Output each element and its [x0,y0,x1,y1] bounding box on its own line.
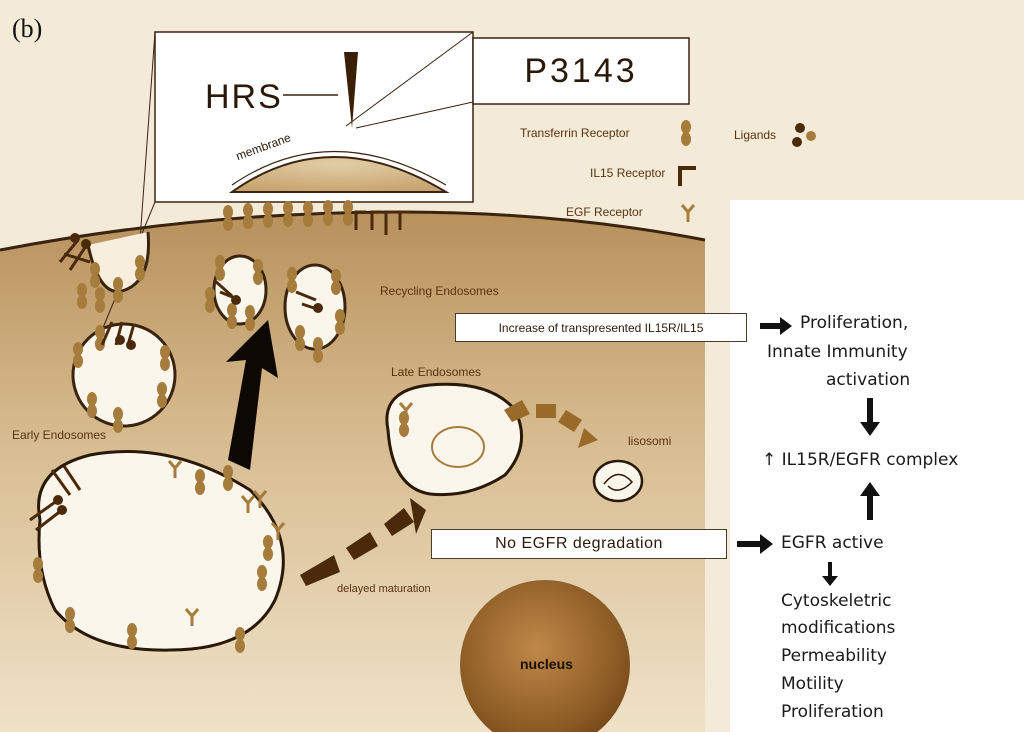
proliferation-text: Proliferation, [800,313,909,333]
zoom-membrane-dome [228,156,450,193]
effect-cytoskeletric: Cytoskeletric [781,591,892,611]
recycling-receptors [205,255,345,363]
legend-il15-label: IL15 Receptor [590,166,666,180]
panel-label: (b) [12,14,43,43]
late-endosomes-label: Late Endosomes [391,365,482,379]
innate-immunity-text: Innate Immunity [767,342,908,362]
lysosome [592,459,644,503]
late-endosome [385,382,523,497]
il15r-egfr-complex-text: ↑ IL15R/EGFR complex [762,450,959,470]
legend-ligands-label: Ligands [734,128,777,142]
increase-il15r-box: Increase of transpresented IL15R/IL15 [455,313,747,342]
arrow-egfr-down [822,562,838,586]
budding-receptors [58,233,145,313]
large-early-endosome [37,450,285,652]
compound-label: P3143 [524,52,638,90]
nucleus-label: nucleus [520,656,573,672]
compound-box [472,37,690,105]
delayed-maturation-arrow [300,498,426,586]
recycling-arrow [226,320,278,470]
no-egfr-degradation-box: No EGFR degradation [431,529,727,559]
lysosome-arrow [504,400,598,448]
effect-modifications: modifications [781,618,896,638]
hrs-wedge [344,52,358,128]
arrow-complex-up [860,482,880,520]
effect-motility: Motility [781,674,844,694]
nucleus [460,580,630,732]
membrane-receptors [223,200,410,235]
effect-proliferation: Proliferation [781,702,884,722]
arrow-to-proliferation [760,317,792,335]
legend-ligands-icon [792,123,816,147]
activation-text: activation [826,370,911,390]
large-endosome-receptors [29,459,286,653]
arrow-to-egfr-active [737,534,773,554]
legend-egf-label: EGF Receptor [566,205,643,219]
legend-il15-icon [678,166,696,186]
hrs-label: HRS [205,78,283,116]
zoom-inset-frame [154,31,474,203]
arrow-activation-down [860,398,880,436]
recycling-endosomes-label: Recycling Endosomes [380,284,499,298]
lisosomi-label: lisosomi [628,434,672,448]
egfr-active-text: EGFR active [781,533,884,553]
delayed-maturation-label: delayed maturation [337,583,431,595]
early-endosomes-label: Early Endosomes [12,428,107,442]
effect-permeability: Permeability [781,646,887,666]
legend-transferrin-label: Transferrin Receptor [520,126,630,140]
small-endosome-receptors [73,321,170,433]
